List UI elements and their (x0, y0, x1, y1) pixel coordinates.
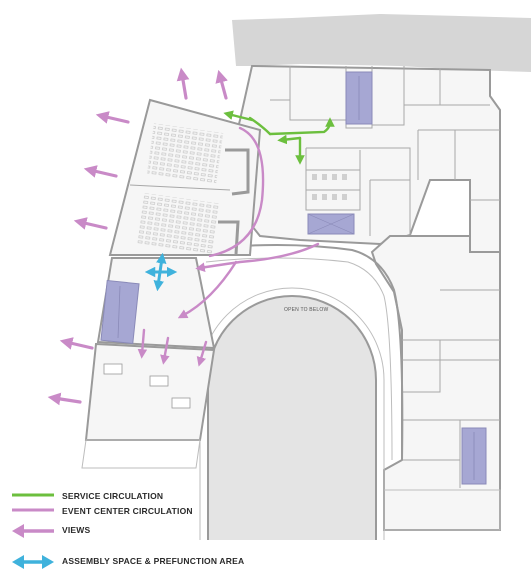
legend-assembly: ASSEMBLY SPACE & PREFUNCTION AREA (0, 553, 531, 573)
legend-label: EVENT CENTER CIRCULATION (62, 506, 193, 516)
view-arrows (47, 67, 228, 406)
open-to-below-atrium (199, 287, 385, 540)
curved-corridor-wall (195, 244, 404, 461)
stair-core-south (461, 427, 487, 485)
assembly-arrows (144, 252, 178, 292)
legend-views: VIEWS (0, 522, 531, 542)
service-circulation-arrows (223, 110, 335, 165)
legend-label: VIEWS (62, 525, 91, 535)
legend-label: ASSEMBLY SPACE & PREFUNCTION AREA (62, 556, 245, 566)
assembly-double-arrow-icon (12, 555, 54, 569)
service-circulation-swatch-icon (12, 493, 54, 497)
elevator-core (307, 213, 355, 235)
event-center-hall (108, 98, 262, 256)
lower-right-strip (383, 489, 501, 531)
stair-core-north (345, 71, 373, 125)
context-building (232, 14, 531, 72)
event-circulation-swatch-icon (12, 508, 54, 512)
legend-service-circulation: SERVICE CIRCULATION (0, 488, 531, 508)
legend-label: SERVICE CIRCULATION (62, 491, 164, 501)
open-to-below-label: OPEN TO BELOW (284, 307, 329, 313)
washroom-fixtures (312, 174, 347, 200)
right-wing-rooms (402, 289, 500, 488)
prefunction-block (96, 257, 216, 350)
views-arrow-icon (12, 524, 54, 538)
legend-event-circulation: EVENT CENTER CIRCULATION (0, 503, 531, 523)
event-circulation-paths (137, 126, 320, 367)
terrace-block (81, 342, 216, 469)
